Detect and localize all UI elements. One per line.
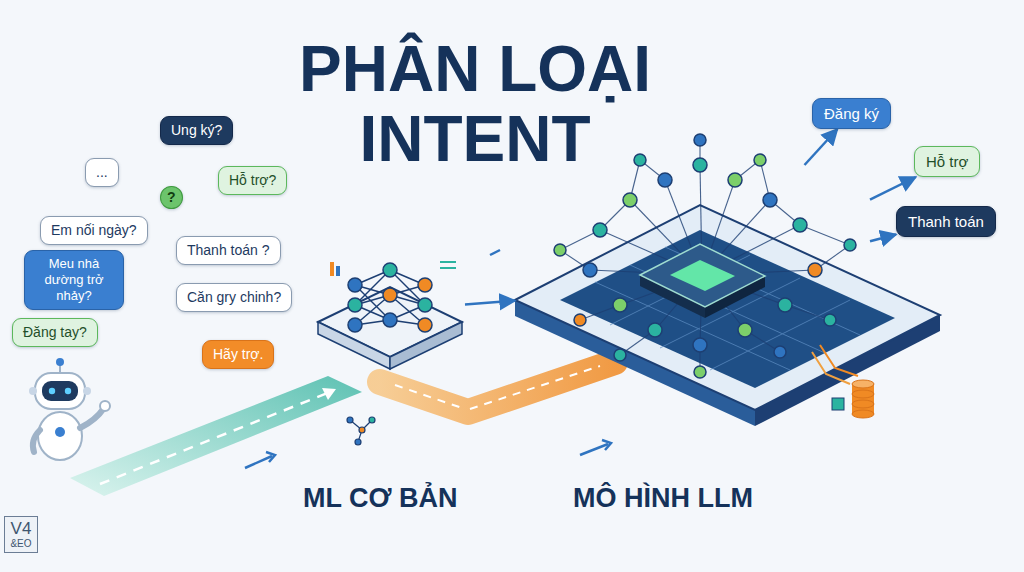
speech-bubble: Hãy trợ. bbox=[202, 340, 274, 369]
intent-bubble: Hỗ trợ bbox=[914, 146, 980, 177]
question-badge: ? bbox=[160, 186, 183, 209]
watermark-text: &EO bbox=[5, 538, 37, 550]
bubble-text: Em nối ngày? bbox=[51, 222, 137, 239]
robot bbox=[29, 358, 110, 460]
flow-arrow bbox=[465, 301, 515, 305]
bubble-text: ... bbox=[96, 164, 108, 181]
flow-arrow bbox=[805, 129, 838, 165]
block-label: ML CƠ BẢN bbox=[303, 483, 458, 514]
ml-network-icon bbox=[318, 262, 462, 369]
bubble-text: Hỗ trợ? bbox=[229, 172, 276, 189]
llm-platform bbox=[515, 205, 940, 426]
bubble-text: Meu nhà dường trở nhảy? bbox=[35, 256, 113, 304]
ml-block: ML CƠ BẢN bbox=[315, 255, 465, 365]
flow-arrow bbox=[870, 235, 896, 242]
speech-bubble: Thanh toán ? bbox=[176, 236, 281, 265]
bubble-text: Đăng tay? bbox=[23, 324, 87, 341]
watermark-text: V4 bbox=[5, 519, 37, 538]
bubble-text: Đăng ký bbox=[824, 105, 879, 122]
watermark: V4&EO bbox=[4, 516, 38, 553]
bubble-text: Căn gry chinh? bbox=[187, 289, 281, 306]
bubble-text: ? bbox=[167, 189, 176, 206]
speech-bubble: ... bbox=[85, 158, 119, 187]
speech-bubble: Meu nhà dường trở nhảy? bbox=[24, 250, 124, 310]
bubble-text: Thanh toán ? bbox=[187, 242, 270, 259]
intent-bubble: Thanh toán bbox=[896, 206, 996, 237]
speech-bubble: Ung ký? bbox=[160, 116, 233, 145]
speech-bubble: Hỗ trợ? bbox=[218, 166, 287, 195]
bubble-text: Hãy trợ. bbox=[213, 346, 263, 363]
llm-chip: MÔ HÌNH LLM bbox=[515, 165, 870, 410]
speech-bubble: Đăng tay? bbox=[12, 318, 98, 347]
speech-bubble: Căn gry chinh? bbox=[176, 283, 292, 312]
speech-bubble: Em nối ngày? bbox=[40, 216, 148, 245]
flow-arrow bbox=[870, 177, 916, 200]
title: PHÂN LOẠI INTENT bbox=[285, 34, 665, 174]
block-label: MÔ HÌNH LLM bbox=[573, 483, 753, 514]
bubble-text: Ung ký? bbox=[171, 122, 222, 139]
bubble-text: Hỗ trợ bbox=[926, 153, 968, 170]
database-icon bbox=[812, 345, 874, 418]
llm-network bbox=[554, 134, 856, 378]
flow-band bbox=[70, 362, 615, 496]
mini-network bbox=[347, 417, 375, 445]
bubble-text: Thanh toán bbox=[908, 213, 984, 230]
intent-bubble: Đăng ký bbox=[812, 98, 891, 129]
